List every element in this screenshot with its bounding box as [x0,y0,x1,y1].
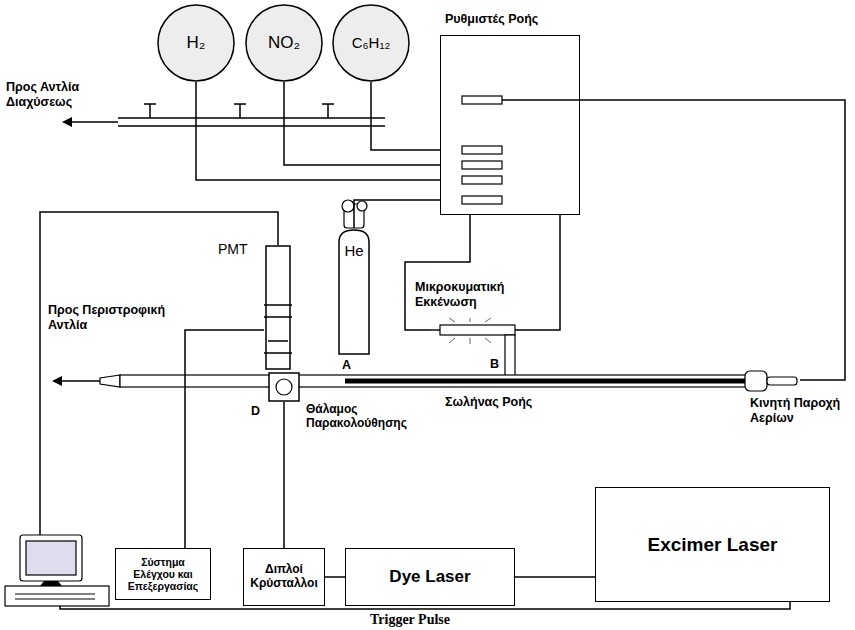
injector-fitting [745,371,767,391]
gas-bulb: H₂ [157,4,235,82]
discharge-tube [440,325,515,335]
connector [196,82,440,180]
connector [283,402,285,548]
arrow-head [52,376,62,386]
connector [515,576,595,578]
node-label: Θάλαμος Παρακολούθησης [306,402,431,431]
connector [284,82,440,165]
part-label: Προς Περιστροφική Αντλία [48,303,178,333]
flow-controller-slot [462,161,502,169]
part-label: Προς Αντλία Διαχύσεως [6,80,118,110]
connector [325,576,345,578]
movable-injector [345,379,745,384]
node-label: H₂ [183,33,210,53]
discharge-glow [431,318,491,344]
cell-window [276,379,292,395]
node-label: Ρυθμιστές Ροής [445,12,538,27]
part-label: Κινητή Παροχή Αερίων [750,396,850,426]
signal-wire [40,212,278,536]
part-label: Trigger Pulse [370,612,450,629]
gas-bulb: NO₂ [245,4,323,82]
flow-tube [120,375,760,387]
observation-cell: DΘάλαμος Παρακολούθησης [268,372,300,402]
node-label: He [338,242,370,260]
bulb-outline [246,5,322,81]
side-arm [505,335,515,376]
node-outline [268,372,300,402]
flow-controller-slot [462,96,502,104]
flow-controller-slot [462,176,502,184]
node-outline [264,245,292,370]
gas-manifold [118,118,385,126]
gas-regulator [357,201,367,211]
pump-arrow [72,121,118,123]
gas-bulb: C₆H₁₂ [332,4,410,82]
flow-controller-box: Ρυθμιστές Ροής [440,35,580,215]
crystal-box: Διπλοί Κρύσταλλοι [243,548,325,606]
pmt-outline [264,246,292,369]
part-label: Μικροκυματική Εκκένωση [415,280,523,310]
control-box: Σύστημα Ελέγχου και Επεξεργασίας [115,548,211,600]
cylinder-outline [339,230,369,354]
node-label: Dye Laser [385,567,474,587]
connector [185,330,264,548]
flow-controller-slot [462,146,502,154]
flow-controller-slot [462,196,502,204]
photomultiplier: PMT [264,245,292,370]
laser-box: Excimer Laser [595,487,830,602]
monitor-stand [40,581,62,586]
cell-outline [269,373,299,401]
bulb-outline [333,5,409,81]
bulb-outline [158,5,234,81]
part-label: B [490,357,499,372]
node-label: NO₂ [264,33,304,53]
connector [371,82,440,150]
node-label: C₆H₁₂ [348,34,395,51]
gas-line [405,215,470,330]
arrow-head [62,117,72,127]
injector-fitting [767,377,797,385]
part-label: A [342,358,351,373]
valve-symbol [144,104,334,118]
node-label: PMT [218,241,248,258]
computer-monitor [20,535,82,581]
node-label: Διπλοί Κρύσταλλοι [244,563,324,591]
node-label: Σύστημα Ελέγχου και Επεξεργασίας [116,556,210,592]
computer-case [15,594,95,599]
node-label: D [251,404,260,419]
node-label: Excimer Laser [644,534,782,556]
gas-line [500,100,845,380]
tube-taper [100,375,120,387]
part-label: Σωλήνας Ροής [445,395,532,410]
pump-arrow [62,380,100,382]
gas-cylinder: He [338,228,370,355]
connector [354,200,440,228]
gas-line [515,215,560,330]
computer-screen [26,541,76,575]
laser-box: Dye Laser [345,548,515,606]
gas-regulator [342,200,354,212]
computer-case [5,586,109,606]
